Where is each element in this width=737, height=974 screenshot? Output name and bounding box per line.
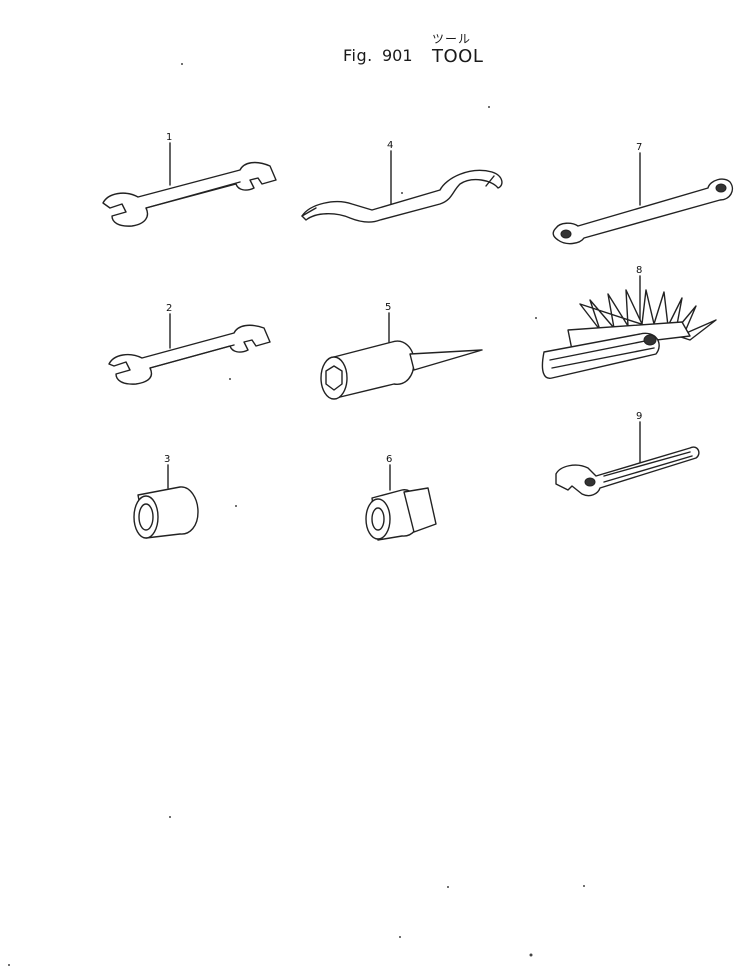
socket-3-mouth xyxy=(133,495,159,539)
callout-3: 3 xyxy=(164,454,170,465)
scan-specks xyxy=(8,63,585,966)
hook-spanner-hooks xyxy=(301,175,495,217)
wrench-2-body xyxy=(108,324,271,385)
figure-header: Fig. 901 ツール TOOL xyxy=(0,0,737,80)
wrench-7-ring-left xyxy=(560,229,572,239)
socket-6-mouth xyxy=(365,498,391,540)
socket-6-blade xyxy=(403,487,437,533)
socket-5-mouth xyxy=(320,356,348,400)
figure-title-japanese: ツール xyxy=(432,32,472,46)
socket-5-blade xyxy=(409,349,483,371)
socket-6-bore xyxy=(371,507,385,531)
callout-5: 5 xyxy=(385,302,391,313)
feeler-gauge-pivot xyxy=(643,334,657,346)
part-3-socket-icon: 3 xyxy=(133,454,199,539)
callout-2: 2 xyxy=(166,303,172,314)
part-8-feeler-gauge-icon: 8 xyxy=(541,265,717,379)
figure-label: Fig. xyxy=(343,46,373,65)
callout-9: 9 xyxy=(636,411,642,422)
socket-5-hex-bore xyxy=(325,365,343,391)
wrench-1-edge xyxy=(145,181,241,209)
part-9-adjustable-wrench-icon: 9 xyxy=(555,411,700,497)
part-7-box-end-wrench-icon: 7 xyxy=(552,142,734,245)
socket-3-bore xyxy=(138,503,154,531)
figure-title: TOOL xyxy=(432,46,484,67)
wrench-9-handle-slot xyxy=(603,451,693,483)
feeler-gauge-holder-lines xyxy=(549,339,655,369)
wrench-9-adjust-screw xyxy=(584,477,596,487)
figure-number: 901 xyxy=(382,46,413,65)
hook-spanner-body xyxy=(301,169,503,223)
callout-8: 8 xyxy=(636,265,642,276)
part-4-hook-spanner-icon: 4 xyxy=(301,140,503,223)
callout-1: 1 xyxy=(166,132,172,143)
callout-4: 4 xyxy=(387,140,393,151)
wrench-1-body xyxy=(102,161,277,227)
part-5-socket-screwdriver-icon: 5 xyxy=(320,302,483,400)
part-6-short-socket-adapter-icon: 6 xyxy=(365,454,437,541)
callout-6: 6 xyxy=(386,454,392,465)
callout-7: 7 xyxy=(636,142,642,153)
wrench-2-edge xyxy=(149,344,235,369)
wrench-7-body xyxy=(552,178,734,245)
wrench-7-ring-right xyxy=(715,183,727,193)
part-2-double-open-end-wrench-icon: 2 xyxy=(108,303,271,385)
part-1-double-open-end-wrench-icon xyxy=(102,142,277,227)
